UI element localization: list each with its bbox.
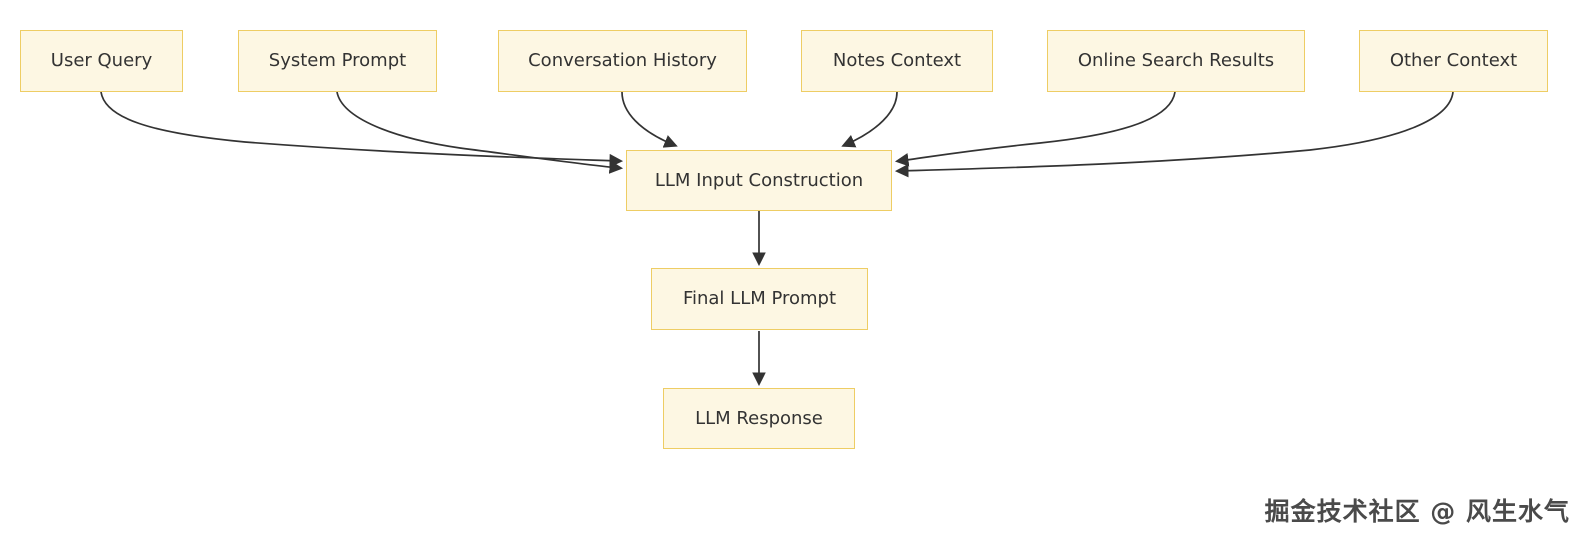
node-online-search-results-label: Online Search Results <box>1077 50 1275 72</box>
edge-conversation-history-to-llm-input <box>621 91 678 148</box>
edge-user-query-to-llm-input <box>100 91 624 168</box>
edge-other-context-to-llm-input <box>894 91 1454 178</box>
node-user-query-label: User Query <box>50 50 153 72</box>
node-system-prompt-label: System Prompt <box>268 50 407 72</box>
node-other-context: Other Context <box>1359 30 1548 92</box>
node-llm-response-label: LLM Response <box>695 407 823 429</box>
node-notes-context: Notes Context <box>801 30 993 92</box>
node-llm-input-construction: LLM Input Construction <box>626 150 892 211</box>
node-final-llm-prompt: Final LLM Prompt <box>651 268 868 330</box>
node-conversation-history: Conversation History <box>498 30 747 92</box>
edge-system-prompt-to-llm-input <box>336 91 624 174</box>
node-system-prompt: System Prompt <box>238 30 437 92</box>
node-user-query: User Query <box>20 30 183 92</box>
node-llm-input-construction-label: LLM Input Construction <box>654 169 864 191</box>
node-conversation-history-label: Conversation History <box>528 50 717 72</box>
edge-notes-context-to-llm-input <box>841 91 898 148</box>
node-other-context-label: Other Context <box>1389 50 1518 72</box>
watermark-text: 掘金技术社区 @ 风生水气 <box>1264 497 1570 526</box>
node-final-llm-prompt-label: Final LLM Prompt <box>682 288 837 310</box>
node-notes-context-label: Notes Context <box>832 50 962 72</box>
node-llm-response: LLM Response <box>663 388 855 449</box>
node-online-search-results: Online Search Results <box>1047 30 1305 92</box>
edge-online-search-results-to-llm-input <box>894 91 1176 167</box>
